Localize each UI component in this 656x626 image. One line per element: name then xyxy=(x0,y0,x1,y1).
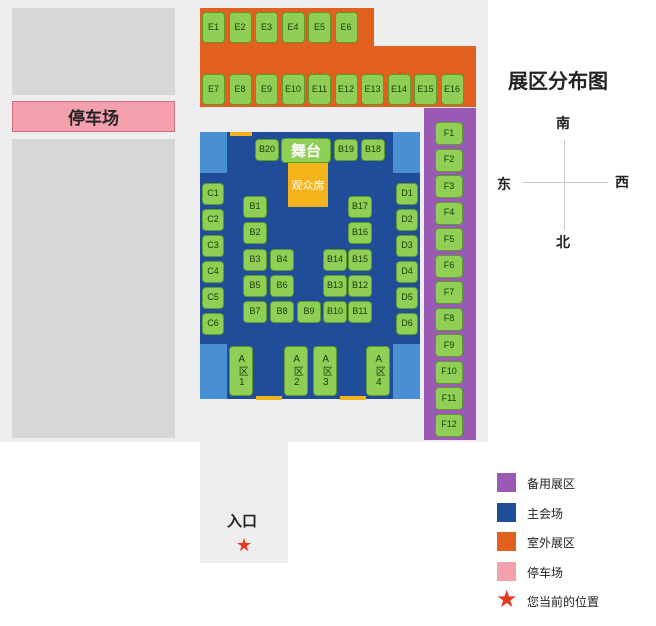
booth-e14[interactable]: E14 xyxy=(387,74,411,105)
booth-b2[interactable]: B2 xyxy=(243,222,267,244)
stage: 舞台 xyxy=(281,138,331,163)
booth-b3[interactable]: B3 xyxy=(243,249,267,271)
booth-f7[interactable]: F7 xyxy=(435,281,463,304)
booth-c2[interactable]: C2 xyxy=(202,209,224,231)
booth-b17[interactable]: B17 xyxy=(348,196,372,218)
booth-c6[interactable]: C6 xyxy=(202,313,224,335)
compass-north: 北 xyxy=(556,234,570,250)
booth-f3[interactable]: F3 xyxy=(435,175,463,198)
compass-south: 南 xyxy=(556,115,570,131)
booth-e4[interactable]: E4 xyxy=(281,12,305,43)
booth-c5[interactable]: C5 xyxy=(202,287,224,309)
booth-b8[interactable]: B8 xyxy=(270,301,294,323)
booth-e1[interactable]: E1 xyxy=(202,12,225,43)
booth-a区2[interactable]: A区2 xyxy=(284,346,308,396)
booth-f9[interactable]: F9 xyxy=(435,334,463,357)
booth-e15[interactable]: E15 xyxy=(414,74,437,105)
venue-door xyxy=(340,396,366,400)
booth-b6[interactable]: B6 xyxy=(270,275,294,297)
booth-a区1[interactable]: A区1 xyxy=(229,346,253,396)
booth-b15[interactable]: B15 xyxy=(348,249,372,271)
booth-b7[interactable]: B7 xyxy=(243,301,267,323)
booth-f5[interactable]: F5 xyxy=(435,228,463,251)
booth-e9[interactable]: E9 xyxy=(255,74,278,105)
booth-e8[interactable]: E8 xyxy=(228,74,252,105)
booth-c4[interactable]: C4 xyxy=(202,261,224,283)
booth-f1[interactable]: F1 xyxy=(435,122,463,145)
booth-d1[interactable]: D1 xyxy=(396,183,418,205)
legend-label: 备用展区 xyxy=(527,477,576,491)
booth-b10[interactable]: B10 xyxy=(323,301,347,323)
compass-west: 西 xyxy=(615,174,629,190)
entrance-label: 入口 xyxy=(227,513,258,530)
legend-star-icon: ★ xyxy=(496,586,518,613)
parking-label: 停车场 xyxy=(12,101,175,132)
booth-b12[interactable]: B12 xyxy=(348,275,372,297)
booth-d2[interactable]: D2 xyxy=(396,209,418,231)
booth-e5[interactable]: E5 xyxy=(308,12,331,43)
booth-b14[interactable]: B14 xyxy=(323,249,347,271)
booth-e11[interactable]: E11 xyxy=(308,74,331,105)
parking-lot-bottom xyxy=(12,139,175,438)
compass-axis-vertical xyxy=(564,140,565,230)
venue-door xyxy=(256,396,282,400)
booth-f4[interactable]: F4 xyxy=(435,201,463,225)
booth-b5[interactable]: B5 xyxy=(243,275,267,297)
booth-c3[interactable]: C3 xyxy=(202,235,224,257)
booth-e13[interactable]: E13 xyxy=(361,74,384,105)
legend-label: 停车场 xyxy=(527,565,564,580)
booth-f12[interactable]: F12 xyxy=(435,413,463,437)
booth-b18[interactable]: B18 xyxy=(361,139,385,161)
legend-label: 室外展区 xyxy=(527,536,576,550)
legend-swatch xyxy=(497,502,516,522)
venue-corner xyxy=(393,344,420,399)
legend-swatch xyxy=(497,473,516,492)
booth-b1[interactable]: B1 xyxy=(243,196,267,218)
booth-e3[interactable]: E3 xyxy=(255,12,278,43)
compass-east: 东 xyxy=(497,176,511,192)
booth-f6[interactable]: F6 xyxy=(435,254,463,278)
legend-label: 主会场 xyxy=(527,506,564,521)
booth-a区4[interactable]: A区4 xyxy=(366,346,390,396)
booth-b19[interactable]: B19 xyxy=(334,139,358,161)
booth-e10[interactable]: E10 xyxy=(281,74,305,105)
booth-f11[interactable]: F11 xyxy=(435,387,463,410)
booth-f8[interactable]: F8 xyxy=(435,307,463,331)
parking-lot-top xyxy=(12,8,175,95)
venue-corner xyxy=(393,132,420,173)
booth-d5[interactable]: D5 xyxy=(396,287,418,309)
booth-c1[interactable]: C1 xyxy=(202,183,224,205)
booth-e6[interactable]: E6 xyxy=(334,12,358,43)
booth-a区3[interactable]: A区3 xyxy=(313,346,337,396)
legend-label: 您当前的位置 xyxy=(527,595,600,609)
audience-seating: 观众席 xyxy=(288,163,328,207)
compass-axis-horizontal xyxy=(522,182,608,183)
venue-corner xyxy=(200,132,227,173)
legend-swatch xyxy=(497,561,516,581)
booth-b20[interactable]: B20 xyxy=(255,139,279,161)
booth-e2[interactable]: E2 xyxy=(228,12,252,43)
booth-b11[interactable]: B11 xyxy=(348,301,372,323)
booth-b4[interactable]: B4 xyxy=(270,249,294,271)
venue-corner xyxy=(200,344,227,399)
legend-swatch xyxy=(497,532,516,551)
venue-door xyxy=(230,132,252,136)
entrance-path xyxy=(200,440,288,563)
booth-e16[interactable]: E16 xyxy=(440,74,464,105)
booth-b13[interactable]: B13 xyxy=(323,275,347,297)
booth-d6[interactable]: D6 xyxy=(396,313,418,335)
booth-f2[interactable]: F2 xyxy=(435,148,463,172)
map-title: 展区分布图 xyxy=(508,71,608,93)
booth-e12[interactable]: E12 xyxy=(334,74,358,105)
booth-b9[interactable]: B9 xyxy=(297,301,321,323)
booth-d3[interactable]: D3 xyxy=(396,235,418,257)
booth-f10[interactable]: F10 xyxy=(435,360,463,384)
current-location-star-icon: ★ xyxy=(236,535,253,555)
booth-d4[interactable]: D4 xyxy=(396,261,418,283)
booth-e7[interactable]: E7 xyxy=(202,74,225,105)
booth-b16[interactable]: B16 xyxy=(348,222,372,244)
